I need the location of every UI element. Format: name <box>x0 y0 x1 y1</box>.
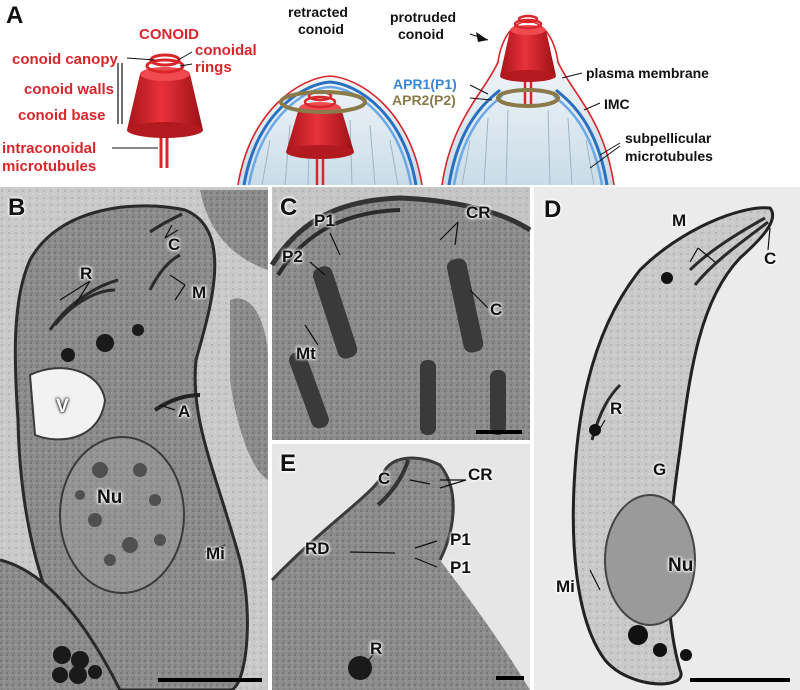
panel-d-label-nu: Nu <box>668 555 694 576</box>
panel-b-micrograph <box>0 187 268 690</box>
panel-d-label-g: G <box>653 460 667 479</box>
panel-e-letter: E <box>280 450 297 477</box>
panel-b-label-a: A <box>178 402 191 421</box>
retracted-label-2: conoid <box>298 21 344 37</box>
panel-b-label-c: C <box>168 235 181 254</box>
intraconoidal-label-2: microtubules <box>2 158 97 175</box>
protruded-label-1: protruded <box>390 9 457 25</box>
subpellicular-label-1: subpellicular <box>625 130 712 146</box>
conoidal-rings-label-2: rings <box>195 59 232 76</box>
panel-c-label-c: C <box>490 300 503 319</box>
intraconoidal-label-1: intraconoidal <box>2 140 97 157</box>
conoid-canopy-label: conoid canopy <box>12 51 118 68</box>
conoid-base-label: conoid base <box>18 107 106 124</box>
panel-d-label-mi: Mi <box>556 577 575 596</box>
panel-b-label-mi: Mi <box>206 544 225 563</box>
panel-b-label-r: R <box>80 264 93 283</box>
panel-e-label-p1-lower: P1 <box>450 558 471 577</box>
plasma-membrane-label: plasma membrane <box>586 65 709 81</box>
panel-e-micrograph <box>270 444 530 690</box>
panel-c-label-p1: P1 <box>314 211 335 230</box>
panel-e-label-c: C <box>378 469 391 488</box>
panel-a-pointers <box>469 33 621 169</box>
panel-e-label-cr: CR <box>468 465 493 484</box>
apr2-label: APR2(P2) <box>392 92 456 108</box>
panel-c-letter: C <box>280 194 298 221</box>
panel-c-micrograph <box>269 187 532 440</box>
conoid-title: CONOID <box>139 26 199 43</box>
protruded-label-2: conoid <box>398 26 444 42</box>
panel-e-label-rd: RD <box>305 539 330 558</box>
conoid-model <box>112 51 203 168</box>
apr1-label: APR1(P1) <box>393 76 457 92</box>
panel-d-letter: D <box>544 196 562 223</box>
panel-b-letter: B <box>8 194 26 221</box>
panel-e-label-r: R <box>370 639 383 658</box>
retracted-label-1: retracted <box>288 4 348 20</box>
em-pointers <box>59 221 771 666</box>
panel-b-label-v: V <box>56 396 69 417</box>
conoid-walls-label: conoid walls <box>24 81 115 98</box>
retracted-apex <box>237 75 423 186</box>
panel-c-label-cr: CR <box>466 203 491 222</box>
imc-label: IMC <box>604 96 630 112</box>
protruded-apex <box>441 14 615 186</box>
panel-a-diagram <box>112 14 621 186</box>
panel-b-label-nu: Nu <box>97 487 123 508</box>
conoidal-rings-label-1: conoidal <box>195 42 257 59</box>
subpellicular-label-2: microtubules <box>625 148 713 164</box>
panel-a-letter: A <box>6 2 24 29</box>
panel-c-label-mt: Mt <box>296 344 316 363</box>
panel-d-micrograph <box>534 187 800 690</box>
panel-e-label-p1-upper: P1 <box>450 530 471 549</box>
panel-d-label-r: R <box>610 399 623 418</box>
panel-d-label-c: C <box>764 249 777 268</box>
panel-c-label-p2: P2 <box>282 247 303 266</box>
panel-b-label-m: M <box>192 283 207 302</box>
panel-d-label-m: M <box>672 211 687 230</box>
